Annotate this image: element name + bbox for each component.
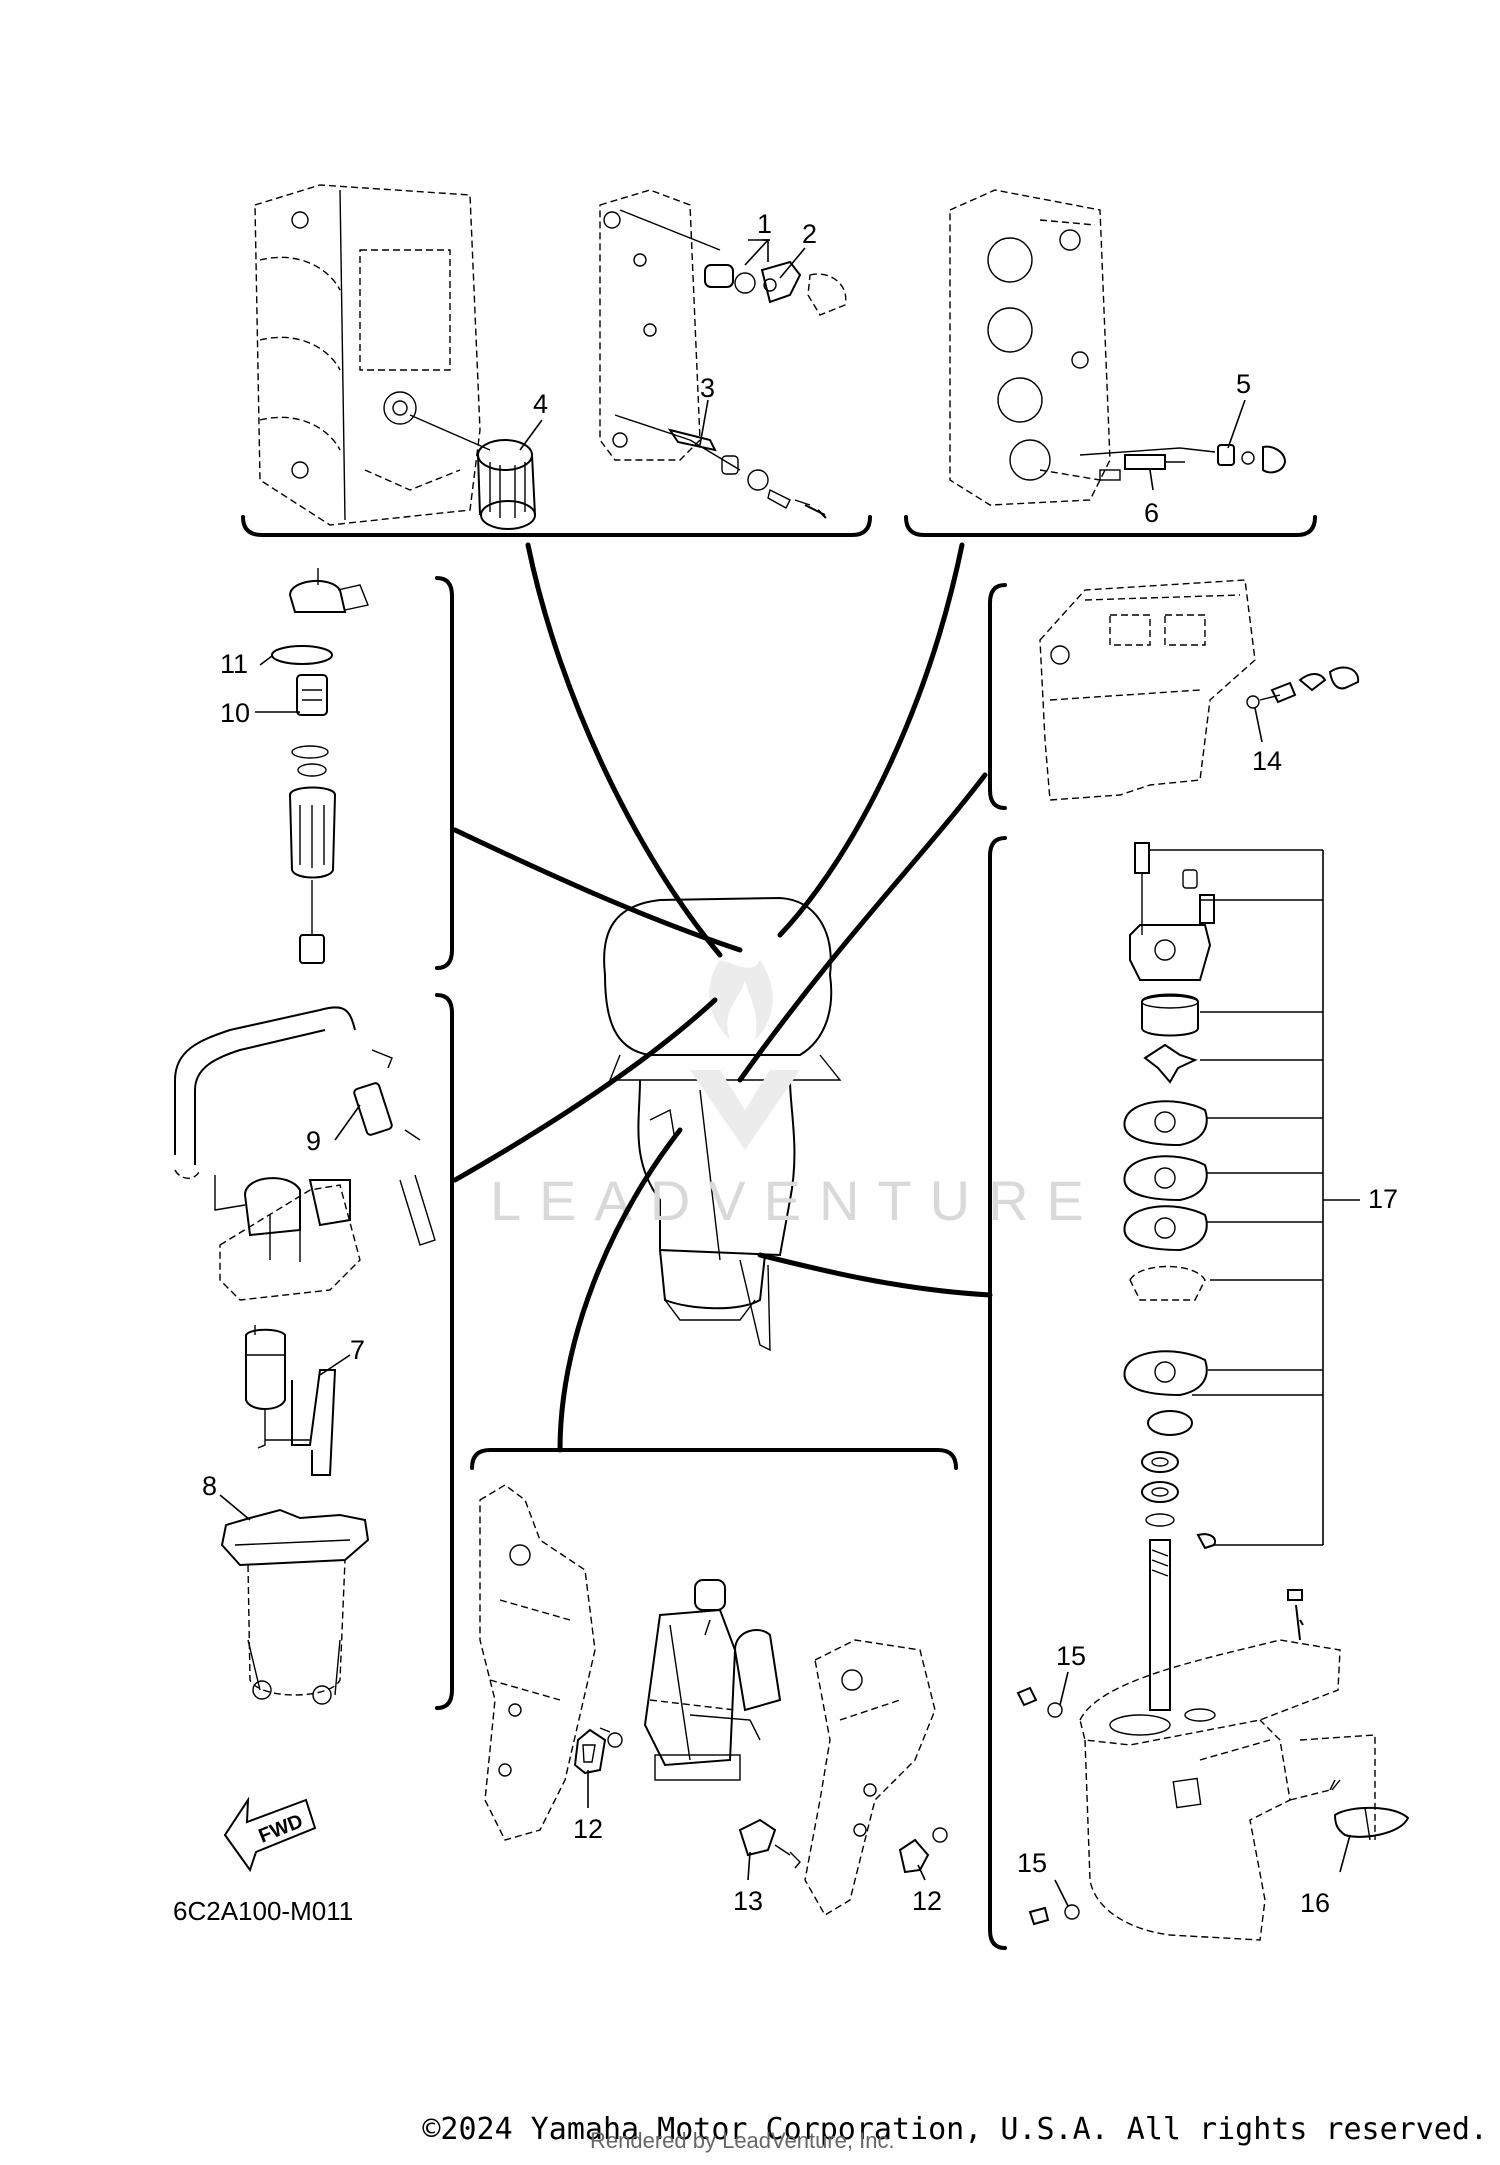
fuel-tank-assembly (220, 1508, 370, 1705)
rendered-by-note: Rendered by LeadVenture, Inc. (590, 2128, 895, 2153)
fwd-arrow-icon: FWD (223, 1796, 317, 1873)
water-pump-kit-parts (1123, 842, 1216, 1711)
callout-6: 6 (1144, 498, 1159, 528)
callout-4: 4 (533, 389, 548, 419)
callout-1: 1 (757, 209, 772, 239)
callout-16: 16 (1300, 1888, 1330, 1918)
oil-filter (409, 414, 536, 530)
callout-15-lower: 15 (1017, 1848, 1047, 1878)
power-trim-tilt-unit (643, 1579, 782, 1781)
copyright-footer: ©2024 Yamaha Motor Corporation, U.S.A. A… (422, 2112, 1488, 2147)
clamp-bracket-right (804, 1639, 936, 1916)
thermostat-parts (704, 260, 847, 316)
vapor-separator-assembly (174, 1006, 436, 1476)
callout-3: 3 (700, 373, 715, 403)
leader-lines (219, 239, 1360, 1907)
callout-12-left: 12 (573, 1814, 603, 1844)
callout-7: 7 (350, 1335, 365, 1365)
anode-and-bolts (667, 428, 827, 519)
callout-5: 5 (1236, 369, 1251, 399)
water-pipe-fittings (1246, 666, 1360, 709)
callout-12-right: 12 (912, 1886, 942, 1916)
clamp-bracket-left (479, 1484, 596, 1841)
callout-labels: 1 2 3 4 5 6 7 8 9 10 11 12 12 13 14 15 1… (173, 209, 1398, 1926)
callout-8: 8 (202, 1471, 217, 1501)
plugs-and-gaskets (1016, 1686, 1080, 1926)
callout-10: 10 (220, 698, 250, 728)
temperature-sensor-and-plugs (1079, 444, 1287, 481)
callout-17: 17 (1368, 1184, 1398, 1214)
callout-15-upper: 15 (1056, 1641, 1086, 1671)
diagram-code: 6C2A100-M011 (173, 1896, 353, 1926)
exhaust-cover-assembly (599, 189, 741, 471)
trim-anodes-and-bolts (573, 1727, 948, 1874)
callout-9: 9 (306, 1126, 321, 1156)
callout-14: 14 (1252, 746, 1282, 776)
watermark-text: LEADVENTURE (490, 1169, 1102, 1232)
lower-case-assembly (1079, 1589, 1410, 1941)
cylinder-block-assembly (254, 184, 481, 526)
fuel-filter-assembly (271, 568, 369, 964)
cylinder-head-assembly (949, 189, 1111, 506)
section-brackets (241, 515, 1317, 1950)
callout-13: 13 (733, 1886, 763, 1916)
callout-11: 11 (220, 649, 248, 679)
section-connectors (452, 542, 993, 1453)
upper-case-assembly (1039, 579, 1256, 801)
callout-2: 2 (802, 219, 817, 249)
outboard-motor-overview: LEADVENTURE (490, 896, 1102, 1352)
